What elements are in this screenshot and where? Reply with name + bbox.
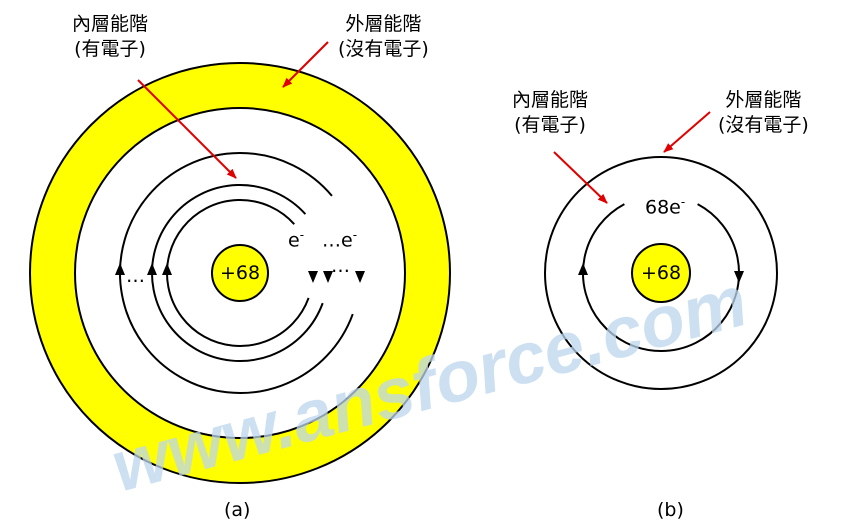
inner-level-label-a: 內層能階(有電子): [72, 13, 149, 60]
orbit-2-a-arrow-down: [323, 271, 333, 283]
electron-label-1: e-: [288, 228, 305, 252]
orbit-1-a: [166, 199, 310, 347]
outer-level-label-b: 外層能階(沒有電子): [718, 89, 809, 136]
orbit-2-a: [151, 184, 324, 362]
outer-level-label-a: 外層能階(沒有電子): [338, 13, 429, 60]
nucleus-b: [631, 243, 691, 303]
caption-b: (b): [657, 499, 684, 521]
orbit-n-a-arrow-up: [115, 263, 125, 275]
electron-label-2: …e-: [322, 228, 358, 252]
inner-orbit-b-arrow-down: [734, 271, 744, 283]
caption-a: (a): [224, 499, 251, 521]
orbit-1-a-arrow-up: [162, 263, 172, 275]
orbit-1-a-arrow-down: [308, 271, 318, 283]
outer-label-arrow-a: [282, 41, 329, 88]
inner-label-arrow-b: [553, 151, 608, 204]
inner-orbit-b: [582, 203, 740, 352]
nucleus-label-a: +68: [219, 262, 261, 284]
inner-level-label-b: 內層能階(有電子): [512, 89, 589, 136]
nucleus-a: [211, 244, 269, 302]
dots-right: …: [331, 255, 350, 277]
orbit-2-a-arrow-up: [147, 263, 157, 275]
inner-orbit-b-arrow-up: [578, 263, 588, 275]
outer-orbit-b: [544, 156, 778, 390]
electrons-label-b: 68e-: [645, 195, 686, 219]
nucleus-label-b: +68: [640, 262, 682, 284]
inner-label-arrow-a: [137, 79, 237, 179]
orbit-n-a: [119, 152, 354, 394]
orbit-n-a-arrow-down: [355, 271, 365, 283]
outer-label-arrow-b: [663, 111, 711, 153]
dots-left: …: [126, 265, 145, 287]
